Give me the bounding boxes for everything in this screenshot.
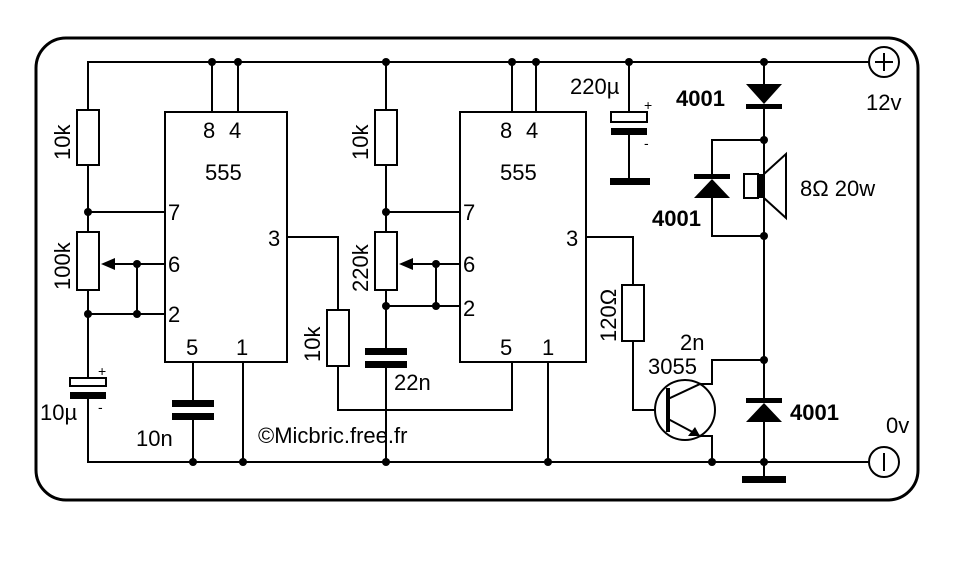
wiper-arrow-icon [101,258,115,270]
positive-terminal [868,46,900,78]
capacitor-10u-label: 10µ [40,400,77,425]
resistor-120-ohm-label: 120Ω [596,289,621,342]
capacitor-10u: + - [69,363,107,415]
diode-bottom-label: 4001 [790,400,839,425]
capacitor-22n-label: 22n [394,370,431,395]
timer1-pin6: 6 [168,252,180,277]
timer2-pin2: 2 [463,296,475,321]
capacitor-220u: + - [610,97,652,151]
capacitor-10n [172,400,214,420]
svg-text:+: + [98,363,106,379]
timer2-pin3: 3 [566,226,578,251]
timer-555-1 [164,111,288,363]
potentiometer-220k-label: 220k [348,243,373,292]
svg-text:-: - [98,399,103,415]
speaker-label: 8Ω 20w [800,176,875,201]
timer1-chip-label: 555 [205,160,242,185]
timer1-pin4: 4 [229,118,241,143]
timer1-pin5: 5 [186,335,198,360]
capacitor-10n-label: 10n [136,426,173,451]
timer1-pin3: 3 [268,226,280,251]
transistor-label-a: 2n [680,330,704,355]
svg-text:+: + [644,97,652,113]
speaker-icon [743,151,787,221]
potentiometer-100k-label: 100k [50,241,75,290]
resistor-10k-a-label: 10k [50,124,75,160]
svg-text:-: - [644,135,649,151]
resistor-120-ohm [621,284,645,342]
resistor-10k-c [374,109,398,166]
diode-4001-bottom [746,398,782,422]
junction-dots [84,58,768,466]
credit-text: ©Micbric.free.fr [258,423,407,448]
timer2-pin5: 5 [500,335,512,360]
transistor-label-b: 3055 [648,354,697,379]
diode-flyback-label: 4001 [652,206,701,231]
resistor-10k-a [76,109,100,166]
transistor-2n3055 [654,379,716,441]
timer1-pin2: 2 [168,302,180,327]
diode-top-label: 4001 [676,86,725,111]
ground-symbol [610,178,650,185]
wiper-arrow-icon [399,258,413,270]
frame-border [34,36,920,502]
ground-terminal [868,446,900,478]
resistor-10k-c-label: 10k [348,124,373,160]
timer2-pin4: 4 [526,118,538,143]
supply-voltage-label: 12v [866,90,901,115]
timer2-pin1: 1 [542,335,554,360]
timer2-pin6: 6 [463,252,475,277]
ground-symbol [742,476,786,483]
resistor-10k-b [326,309,350,367]
timer1-pin1: 1 [236,335,248,360]
timer2-pin8: 8 [500,118,512,143]
timer1-pin7: 7 [168,200,180,225]
timer2-chip-label: 555 [500,160,537,185]
diode-4001-top [746,84,782,109]
potentiometer-220k [374,231,398,291]
capacitor-22n [365,348,407,368]
timer2-pin7: 7 [463,200,475,225]
timer1-pin8: 8 [203,118,215,143]
diode-4001-flyback [694,174,730,198]
ground-voltage-label: 0v [886,413,909,438]
timer-555-2 [459,111,587,363]
capacitor-220u-label: 220µ [570,74,620,99]
potentiometer-100k [76,231,100,291]
resistor-10k-b-label: 10k [300,326,325,362]
